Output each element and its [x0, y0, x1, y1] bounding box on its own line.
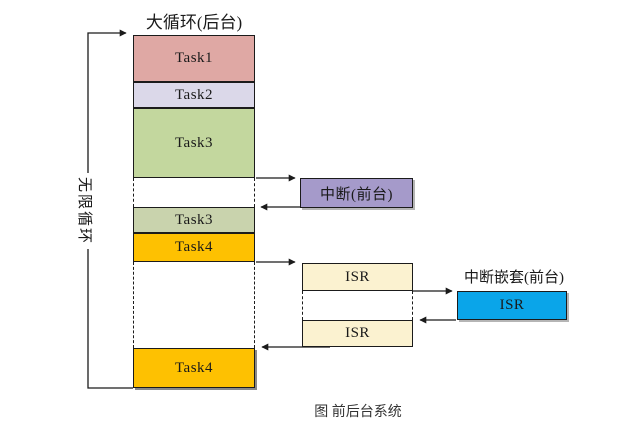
infinite-loop-label: 无限循环	[74, 173, 94, 249]
nested-isr-box: ISR	[457, 291, 567, 320]
big-loop-title: 大循环(后台)	[145, 13, 243, 32]
column-dashed-gap-2	[133, 262, 255, 348]
task4-resumed-box: Task4	[133, 348, 255, 388]
interrupt-foreground-box: 中断(前台)	[300, 178, 413, 208]
task3-resumed-box: Task3	[133, 207, 255, 233]
infinite-loop-arrow	[87, 29, 133, 389]
isr-dashed-gap	[302, 291, 413, 320]
task2-box: Task2	[133, 82, 255, 108]
isr-box-1: ISR	[302, 263, 413, 291]
nested-interrupt-label: 中断嵌套(前台)	[464, 270, 564, 286]
foreground-background-system-diagram: { "diagram": { "title": "大循环(后台)", "loop…	[74, 13, 567, 420]
task4-box: Task4	[133, 233, 255, 262]
isr-box-2: ISR	[302, 320, 413, 347]
figure-caption-clipped: 图 前后台系统	[314, 405, 402, 420]
column-dashed-gap-1	[133, 178, 255, 207]
task1-box: Task1	[133, 35, 255, 82]
task3-box: Task3	[133, 108, 255, 178]
